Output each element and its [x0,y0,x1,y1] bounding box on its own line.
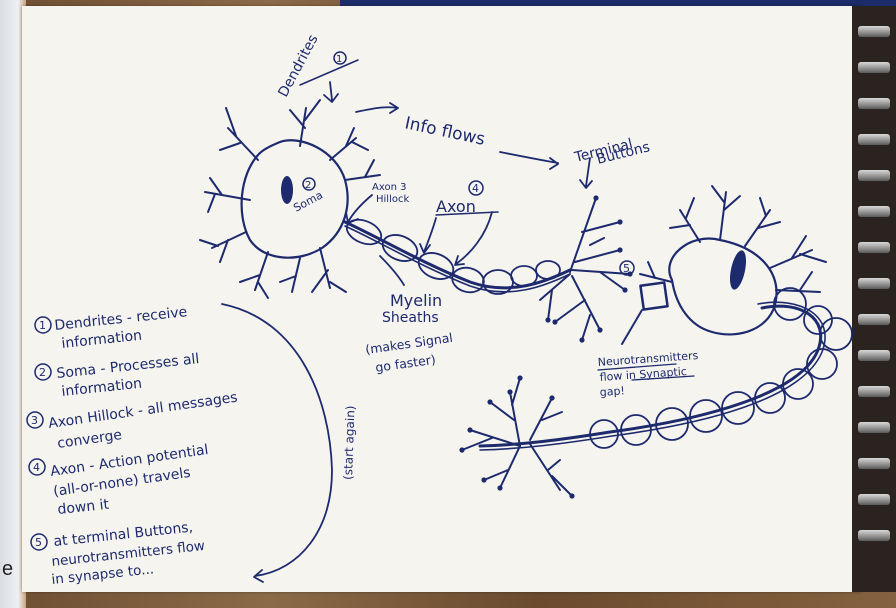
binding-ring [858,386,890,397]
label-info-flows: Info flows [403,113,487,150]
binding-ring [858,278,890,289]
legend-item-5: 5 at terminal Buttons, neurotransmitters… [31,519,206,588]
axon-terminals-1 [540,198,630,340]
binding-ring [858,170,890,181]
legend-num-4: 4 [33,461,40,474]
binding-ring [858,134,890,145]
label-axon-3: Axon 3 [372,182,406,193]
binding-ring [858,530,890,541]
legend-num-5: 5 [35,536,42,549]
binding-ring [858,206,890,217]
legend-item-1: 1 Dendrites - receive information [35,304,188,352]
label-gap: gap! [599,384,625,399]
soma-2 [669,239,776,335]
binding-ring [858,422,890,433]
label-soma-num: 2 [305,180,311,191]
legend-num-1: 1 [39,319,46,332]
label-axon: Axon [436,197,476,216]
binding-ring [858,458,890,469]
label-dendrites-num: 1 [336,54,342,65]
nucleus-1 [281,176,293,204]
legend-num-2: 2 [39,366,46,379]
label-myelin: Myelin [390,291,442,310]
label-hillock: Hillock [376,194,409,205]
label-go-faster: go faster) [374,352,436,375]
binding-ring [858,494,890,505]
binding-ring [858,350,890,361]
axon-terminals-2 [462,378,572,496]
label-nt-num: 5 [623,262,630,275]
diagram-labels: Dendrites 1 Info flows Terminal Buttons … [275,32,699,480]
label-start-again: (start again) [341,405,358,480]
label-axon-num: 4 [472,182,479,195]
legend-line-4c: down it [57,497,111,518]
legend-num-3: 3 [31,414,38,427]
binding-ring [858,26,890,37]
legend-item-2: 2 Soma - Processes all information [35,351,200,400]
legend-line-3b: converge [56,427,123,452]
label-dendrites: Dendrites [275,32,321,100]
binding-ring [858,98,890,109]
legend-item-4: 4 Axon - Action potential (all-or-none) … [29,442,209,518]
binding-ring [858,62,890,73]
myelin-sheaths-1 [343,215,560,295]
nucleus-2 [727,249,749,291]
synapse-box [622,282,668,344]
label-soma: Soma [291,189,325,215]
binding-ring [858,314,890,325]
label-makes-signal: (makes Signal [364,330,453,357]
binding-ring [858,242,890,253]
label-sheaths: Sheaths [382,310,439,326]
legend: 1 Dendrites - receive information 2 Soma… [27,304,239,588]
